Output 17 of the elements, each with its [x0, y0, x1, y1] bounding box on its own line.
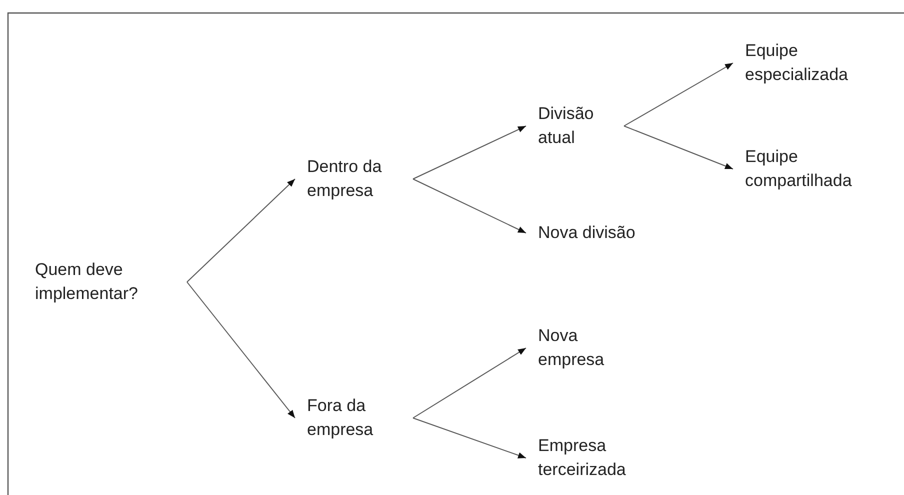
node-label: Empresa terceirizada: [538, 435, 627, 481]
arrow: [624, 126, 734, 170]
arrow: [412, 348, 526, 418]
arrow: [624, 62, 734, 126]
arrow: [412, 418, 526, 458]
arrow: [186, 178, 296, 282]
node-label: Quem deve implementar?: [35, 259, 139, 305]
node-label: Equipe compartilhada: [745, 146, 853, 192]
node-label: Nova divisão: [538, 222, 636, 244]
node-label: Equipe especializada: [745, 40, 850, 86]
arrow: [412, 126, 526, 180]
arrow: [186, 282, 296, 418]
node-label: Fora da empresa: [307, 395, 374, 441]
node-label: Nova empresa: [538, 325, 606, 371]
node-label: Divisão atual: [538, 103, 595, 149]
arrow: [412, 178, 526, 234]
node-label: Dentro da empresa: [307, 156, 383, 202]
